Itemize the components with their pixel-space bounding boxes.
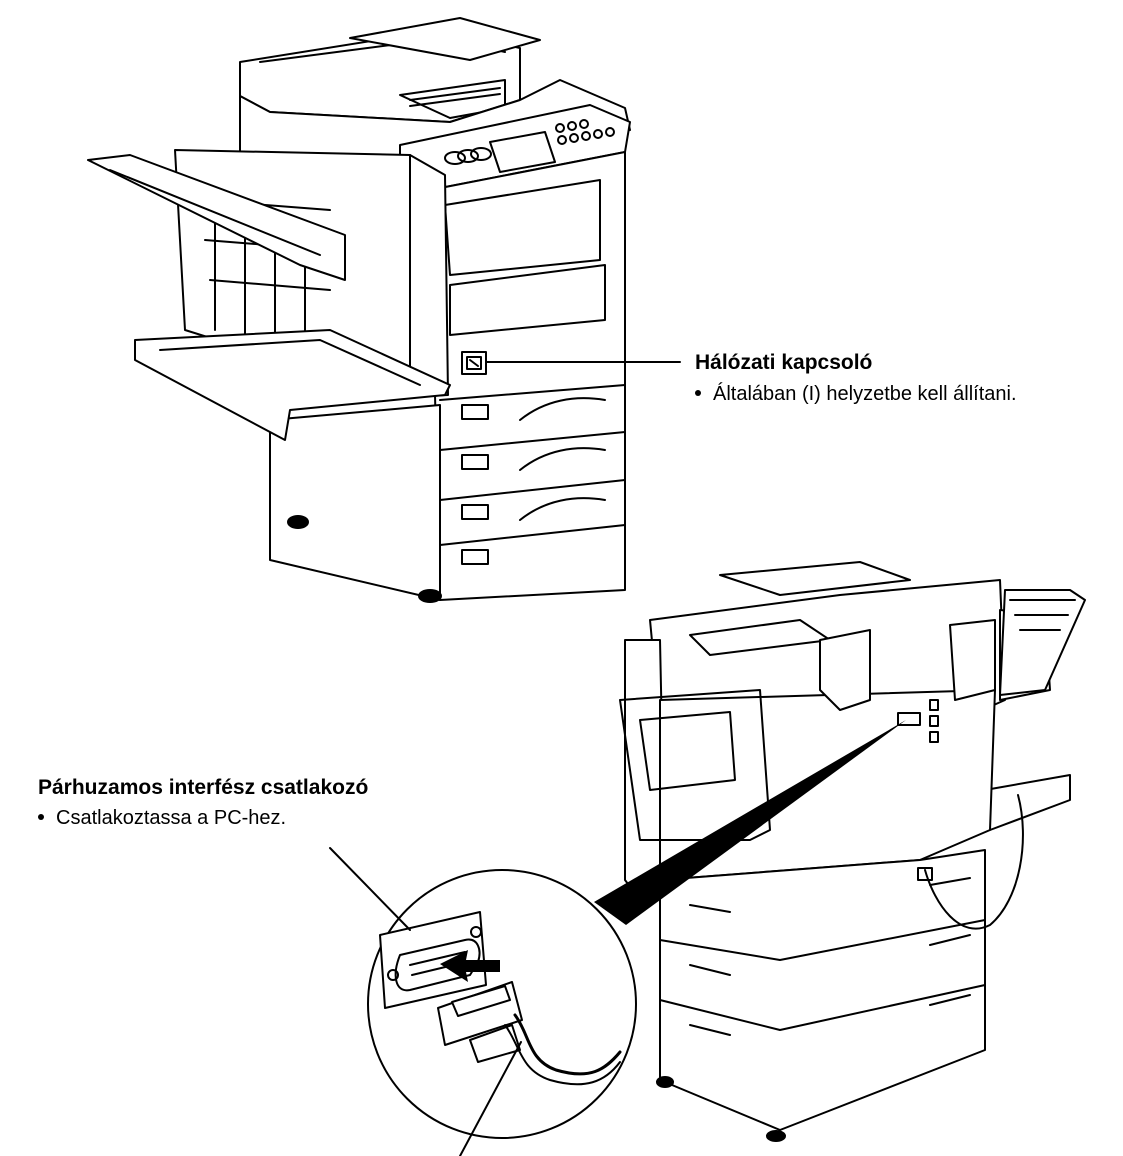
insert-arrow-icon bbox=[440, 950, 500, 982]
front-copier-drawing bbox=[87, 17, 631, 603]
parallel-port-label: Párhuzamos interfész csatlakozó bbox=[38, 776, 369, 799]
power-switch-note-text: Általában (I) helyzetbe kell állítani. bbox=[713, 383, 1017, 405]
bullet-icon bbox=[38, 813, 44, 820]
bullet-icon bbox=[695, 389, 701, 396]
parallel-port-note: Csatlakoztassa a PC-hez. bbox=[38, 807, 286, 830]
parallel-port-leader bbox=[329, 847, 411, 931]
rear-copier-drawing bbox=[619, 561, 1086, 1142]
power-switch-note: Általában (I) helyzetbe kell állítani. bbox=[695, 383, 1017, 406]
power-switch-label: Hálózati kapcsoló bbox=[695, 351, 873, 374]
cable-leader bbox=[459, 1041, 522, 1156]
port-closeup bbox=[379, 911, 622, 1086]
parallel-port-note-text: Csatlakoztassa a PC-hez. bbox=[56, 807, 287, 829]
zoom-wedge bbox=[594, 720, 906, 925]
